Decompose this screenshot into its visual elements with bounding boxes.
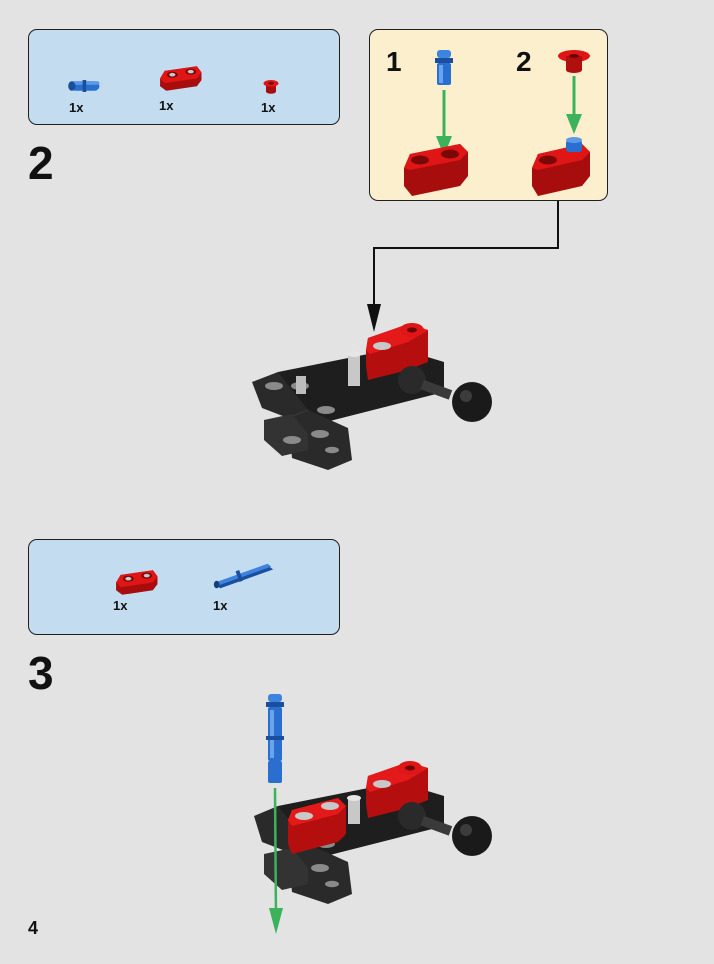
substep-callout: 1 2 xyxy=(369,29,608,201)
step2-assembly-illustration xyxy=(252,323,492,470)
green-arrow-icon xyxy=(436,90,452,156)
step2-parts-callout: 1x 1x 1x xyxy=(28,29,340,125)
blue-long-axle-pin-icon xyxy=(266,694,284,783)
substep-2-illustration xyxy=(532,50,590,196)
red-beam-2-icon xyxy=(404,144,468,196)
red-beam-2-icon xyxy=(113,564,159,598)
blue-connector-pin-icon xyxy=(566,137,582,152)
blue-long-axle-pin-icon xyxy=(211,560,277,592)
part-qty: 1x xyxy=(159,98,174,113)
step-number: 3 xyxy=(28,647,54,699)
green-arrow-icon xyxy=(566,76,582,134)
step3-assembly-illustration xyxy=(254,694,492,934)
green-arrow-icon xyxy=(269,787,283,934)
part-qty: 1x xyxy=(213,598,228,613)
page-number: 4 xyxy=(28,918,39,938)
substep-number: 2 xyxy=(516,46,532,77)
part-qty: 1x xyxy=(261,100,276,115)
substep-number: 1 xyxy=(386,46,402,77)
red-bush-icon xyxy=(558,50,590,73)
step3-parts-callout: 1x 1x xyxy=(28,539,340,635)
part-qty: 1x xyxy=(113,598,128,613)
part-qty: 1x xyxy=(69,100,84,115)
blue-connector-pin-icon xyxy=(435,50,453,85)
step-number: 2 xyxy=(28,137,54,189)
substep-1-illustration xyxy=(404,50,468,196)
